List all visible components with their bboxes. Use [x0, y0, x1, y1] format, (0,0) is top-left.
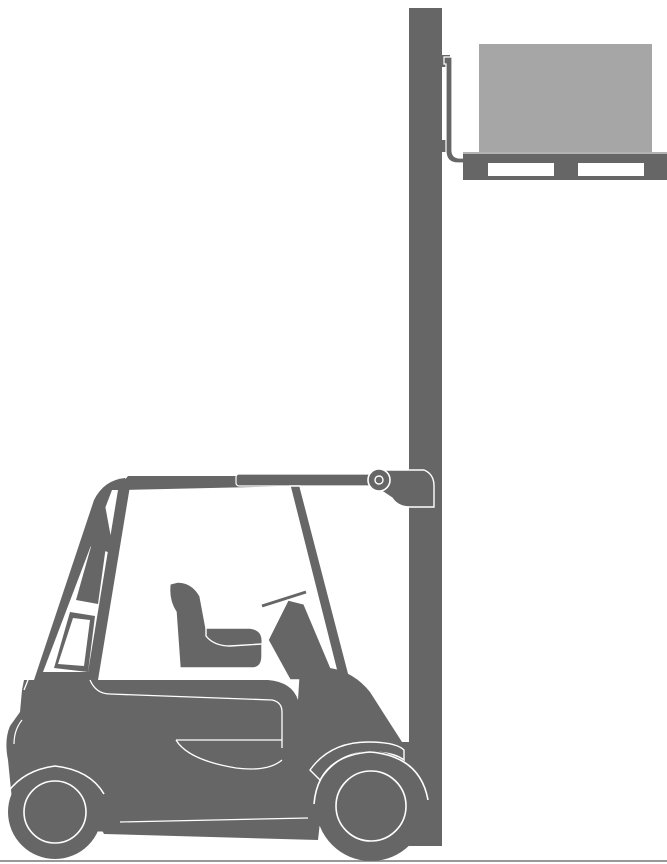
fork-carriage — [441, 55, 464, 163]
overhead-guard — [108, 469, 434, 507]
rear-wheel — [8, 765, 104, 859]
load-box — [479, 44, 652, 152]
mast — [409, 8, 442, 846]
seat — [170, 582, 263, 668]
pallet — [463, 152, 667, 180]
